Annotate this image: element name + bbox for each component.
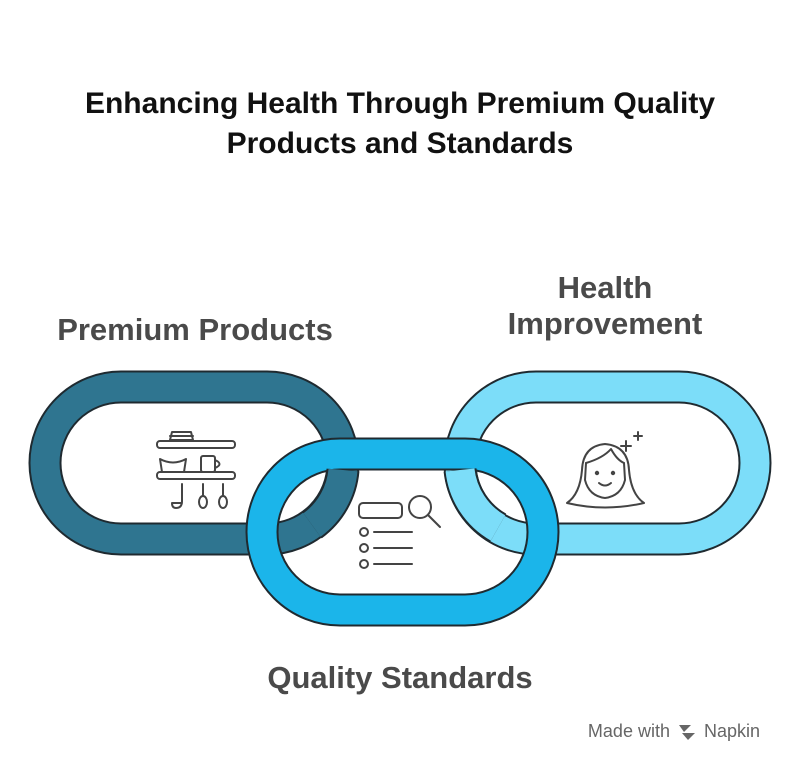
premium-products-label: Premium Products bbox=[57, 312, 333, 347]
left-link-overlap bbox=[301, 467, 360, 539]
right-link-overlap bbox=[443, 467, 507, 543]
health-label-line-2: Improvement bbox=[507, 306, 703, 341]
napkin-brand-text: Napkin bbox=[703, 721, 760, 741]
kitchen-shelf-icon bbox=[156, 431, 236, 509]
health-label-line-1: Health bbox=[557, 270, 653, 305]
napkin-logo-icon bbox=[678, 724, 695, 740]
diagram-title: Enhancing Health Through Premium Quality… bbox=[0, 84, 800, 164]
search-checklist-icon bbox=[358, 495, 441, 569]
happy-face-sparkle-icon bbox=[566, 431, 645, 509]
made-with-text: Made with bbox=[587, 721, 670, 741]
made-with-napkin-footer: Made with Napkin bbox=[588, 721, 760, 742]
title-line-2: Products and Standards bbox=[226, 127, 574, 160]
quality-standards-link bbox=[245, 437, 560, 627]
title-line-1: Enhancing Health Through Premium Quality bbox=[84, 87, 716, 120]
health-improvement-label: Health Improvement bbox=[470, 270, 740, 342]
quality-standards-label: Quality Standards bbox=[267, 660, 533, 695]
